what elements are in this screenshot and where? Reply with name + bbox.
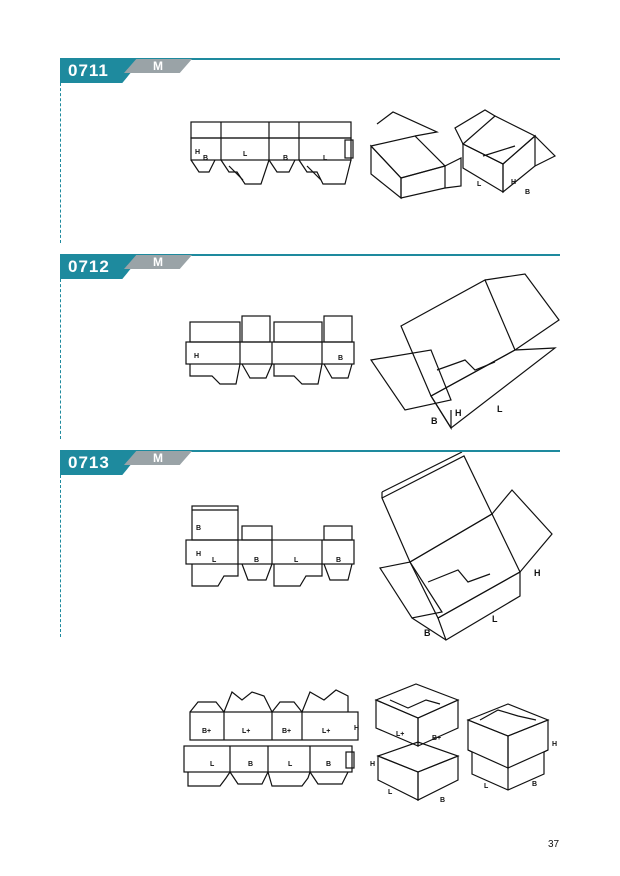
dim-label: L+ xyxy=(396,731,404,738)
dim-label: B+ xyxy=(432,735,441,742)
dim-label: B xyxy=(338,355,343,362)
dim-label: L xyxy=(477,181,482,188)
page-number: 37 xyxy=(548,839,560,850)
dim-label: B xyxy=(196,525,201,532)
dim-label: H xyxy=(370,761,375,768)
dim-label: B xyxy=(440,797,445,804)
dim-label: H xyxy=(354,725,359,732)
section-rule xyxy=(60,254,560,256)
category-tab: M xyxy=(124,59,192,73)
category-tab: M xyxy=(124,451,192,465)
dim-label: L xyxy=(388,789,393,796)
dim-label: L xyxy=(210,761,215,768)
dim-label: L xyxy=(323,155,328,162)
dim-label: L xyxy=(492,614,498,624)
category-tab: M xyxy=(124,255,192,269)
assembled-box-diagram-pair: L+ B+ H L B H L B xyxy=(370,683,557,804)
section-rule xyxy=(60,450,560,452)
dim-label: B+ xyxy=(282,728,291,735)
dim-label: B xyxy=(203,155,208,162)
dim-label: B xyxy=(532,781,537,788)
dim-label: B+ xyxy=(202,728,211,735)
dim-label: B xyxy=(248,761,253,768)
flat-blank-diagram: B H L B L B xyxy=(185,505,355,587)
assembled-box-diagram: B H L xyxy=(369,273,560,431)
flat-blank-diagram-pair: B+ L+ B+ L+ H L B L B xyxy=(183,689,359,787)
dim-label: B xyxy=(336,557,341,564)
dim-label: H xyxy=(195,149,200,156)
section-rule xyxy=(60,58,560,60)
dim-label: B xyxy=(326,761,331,768)
assembled-box-diagram: B L H xyxy=(379,452,553,641)
section-dashed-rule xyxy=(60,83,61,243)
dim-label: L xyxy=(484,783,489,790)
dim-label: H xyxy=(455,408,462,418)
dim-label: H xyxy=(196,551,201,558)
dim-label: B xyxy=(254,557,259,564)
dim-label: L+ xyxy=(242,728,250,735)
dim-label: L xyxy=(212,557,217,564)
dim-label: B xyxy=(525,189,530,196)
dim-label: H xyxy=(511,179,516,186)
dim-label: L xyxy=(497,404,503,414)
assembled-box-diagram: L H B xyxy=(369,109,557,200)
section-dashed-rule xyxy=(60,475,61,637)
dim-label: B xyxy=(283,155,288,162)
dim-label: L xyxy=(294,557,299,564)
flat-blank-diagram: H B xyxy=(185,315,355,385)
dim-label: H xyxy=(552,741,557,748)
dim-label: B xyxy=(431,416,438,426)
dim-label: L+ xyxy=(322,728,330,735)
dim-label: L xyxy=(288,761,293,768)
dim-label: H xyxy=(194,353,199,360)
section-dashed-rule xyxy=(60,279,61,439)
dim-label: H xyxy=(534,568,541,578)
flat-blank-diagram: H B L B L xyxy=(190,121,354,185)
dim-label: B xyxy=(424,628,431,638)
dim-label: L xyxy=(243,151,248,158)
